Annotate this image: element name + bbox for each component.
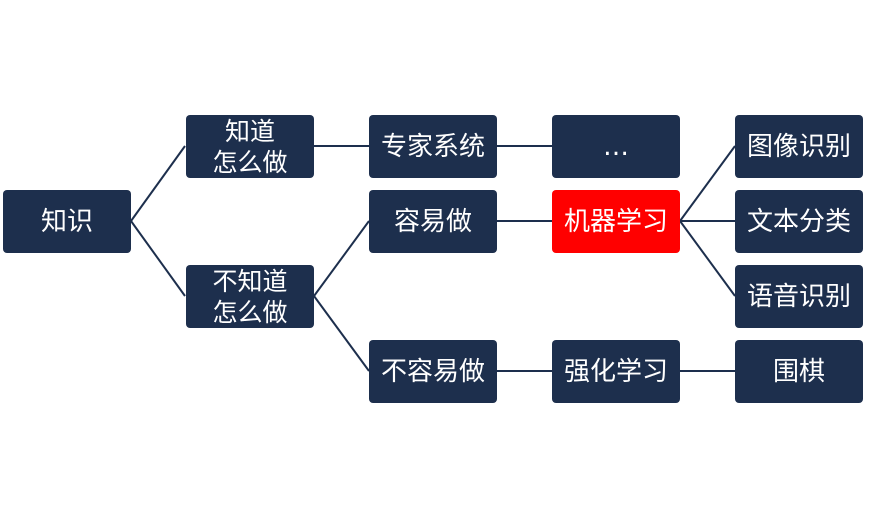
node-expert-system: 专家系统: [369, 115, 497, 178]
node-expert-system-label: 专家系统: [380, 131, 485, 162]
node-not-know-how-line1: 不知道: [212, 266, 288, 296]
node-machine-learning-label: 机器学习: [563, 206, 668, 237]
node-reinforcement-learning: 强化学习: [552, 340, 680, 403]
connector-not-know-how-to-not-easy: [313, 295, 370, 372]
connector-machine-learning-to-image-recognition: [679, 145, 736, 222]
node-image-recognition-label: 图像识别: [746, 131, 851, 162]
node-easy-label: 容易做: [393, 206, 472, 237]
node-text-classification: 文本分类: [735, 190, 863, 253]
node-not-know-how-line2: 怎么做: [212, 297, 288, 327]
node-not-know-how: 不知道 怎么做: [186, 265, 314, 328]
node-go-label: 围棋: [772, 356, 825, 387]
node-ellipsis-label: …: [603, 131, 629, 162]
node-easy: 容易做: [369, 190, 497, 253]
node-knowledge-label: 知识: [40, 206, 93, 237]
connector-machine-learning-to-speech-recognition: [679, 220, 736, 297]
node-go: 围棋: [735, 340, 863, 403]
node-knowledge: 知识: [3, 190, 131, 253]
node-ellipsis: …: [552, 115, 680, 178]
connector-root-to-not-know-how: [130, 220, 186, 297]
node-speech-recognition: 语音识别: [735, 265, 863, 328]
node-image-recognition: 图像识别: [735, 115, 863, 178]
node-machine-learning: 机器学习: [552, 190, 680, 253]
node-know-how-line1: 知道: [224, 116, 275, 146]
node-not-easy-label: 不容易做: [380, 356, 485, 387]
node-not-easy: 不容易做: [369, 340, 497, 403]
connector-root-to-know-how: [130, 145, 186, 222]
node-know-how-line2: 怎么做: [212, 147, 288, 177]
node-speech-recognition-label: 语音识别: [746, 281, 851, 312]
node-text-classification-label: 文本分类: [746, 206, 851, 237]
node-know-how: 知道 怎么做: [186, 115, 314, 178]
node-reinforcement-learning-label: 强化学习: [563, 356, 668, 387]
connector-not-know-how-to-easy: [313, 220, 370, 297]
